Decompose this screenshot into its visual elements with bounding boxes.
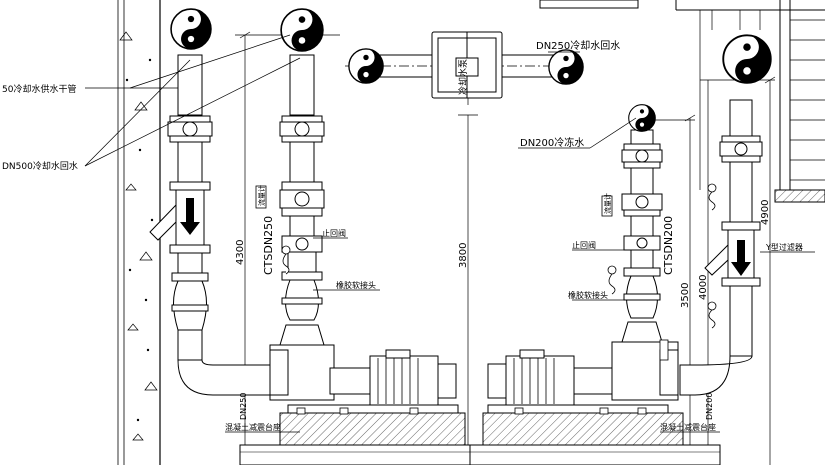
- right-motor: [487, 349, 669, 414]
- right-building: [539, 0, 825, 203]
- label-base-right: 混凝土减震台座: [660, 422, 716, 432]
- left-foundation: [239, 412, 471, 465]
- dimension-4900: 4900: [760, 200, 771, 225]
- label-pipe-left: CTSDN250: [262, 216, 275, 275]
- yin-yang-pipe-section-icon: [280, 8, 324, 52]
- label-y-filter: Y型过滤器: [765, 242, 803, 252]
- right-foundation: [469, 412, 721, 465]
- top-horizontal-pipe: [345, 31, 580, 99]
- yin-yang-pipe-section-icon: [628, 104, 656, 132]
- label-pipe-left-small: DN250: [239, 393, 248, 420]
- label-header-left: 50冷却水供水干管: [2, 83, 76, 95]
- label-pipe-right: CTSDN200: [662, 216, 675, 275]
- down-arrow-icon: [180, 198, 200, 235]
- label-flowmeter-right: 流量计: [603, 193, 612, 214]
- label-check-valve-left: 止回阀: [322, 228, 346, 238]
- label-rubber-joint-left: 橡胶软接头: [336, 280, 376, 290]
- label-dn250-return: DN250冷却水回水: [536, 39, 620, 52]
- yin-yang-pipe-section-icon: [348, 48, 384, 84]
- label-pipe-right-small: DN200: [705, 393, 714, 420]
- pressure-gauges: [255, 183, 717, 361]
- right-pump-riser-2: [679, 99, 763, 396]
- left-pump-riser-2: [269, 54, 335, 401]
- yin-yang-pipe-section-icon: [170, 8, 212, 50]
- annotation-labels: 50冷却水供水干管 DN500冷却水回水 DN250冷却水回水 DN200冷冻水…: [2, 39, 803, 432]
- dimension-4300: 4300: [235, 240, 246, 265]
- label-flowmeter-left: 流量计: [257, 185, 266, 206]
- label-rubber-joint-right: 橡胶软接头: [568, 290, 608, 300]
- yin-yang-pipe-section-icon: [548, 49, 584, 85]
- right-pump-riser-1: [611, 129, 679, 401]
- label-dn200-chilled: DN200冷冻水: [520, 136, 584, 149]
- leader-lines: [84, 34, 815, 433]
- down-arrow-icon: [731, 240, 751, 276]
- base-anchors: [296, 407, 647, 415]
- label-dn500-return: DN500冷却水回水: [2, 160, 78, 172]
- left-pump-riser-1: [149, 54, 291, 396]
- dimension-3800: 3800: [458, 243, 469, 268]
- dimension-4000: 4000: [698, 275, 709, 300]
- yin-yang-pipe-section-icon: [722, 34, 772, 84]
- label-check-valve-right: 止回阀: [572, 240, 596, 250]
- label-base-left: 混凝土减震台座: [225, 422, 281, 432]
- dimension-3500: 3500: [680, 283, 691, 308]
- label-center-vertical: 冷却水泵: [457, 59, 469, 95]
